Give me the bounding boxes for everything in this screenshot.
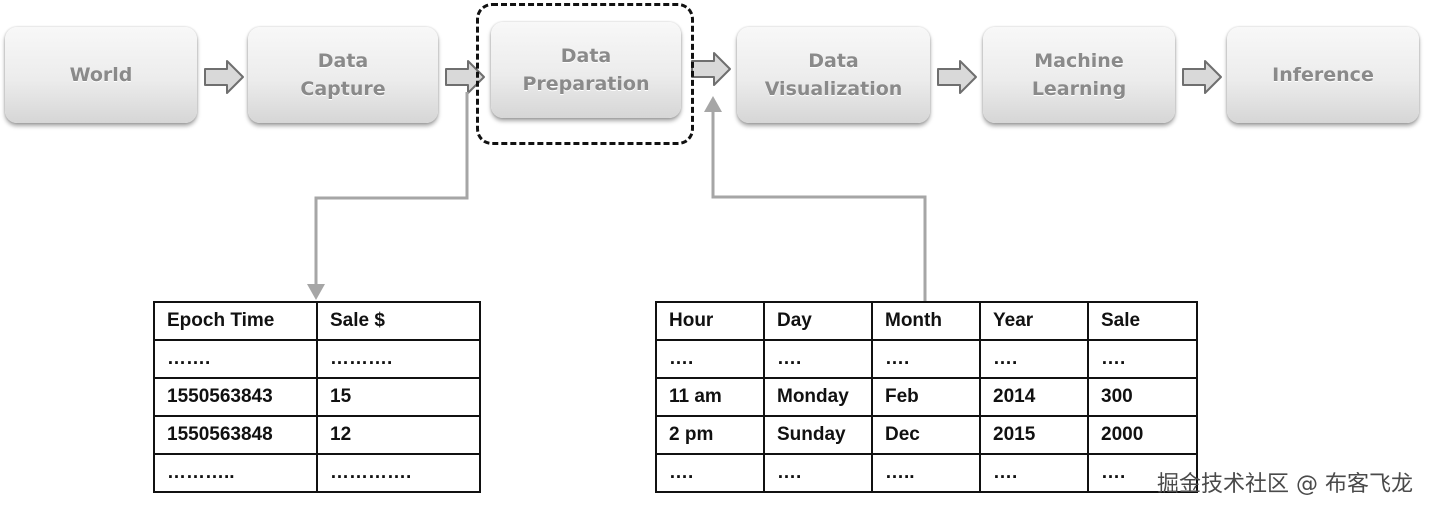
flow-arrow-preparation-to-visualization [691, 52, 731, 86]
table-cell: 11 am [655, 377, 765, 417]
watermark-text: 掘金技术社区 @ 布客飞龙 [1157, 472, 1413, 497]
table-cell: Sunday [763, 415, 873, 455]
stage-label-data-capture: Data Capture [300, 50, 386, 100]
flow-arrow-world-to-capture [204, 60, 244, 94]
table-cell: 1550563848 [153, 415, 318, 455]
table-row: 1550563848 12 [153, 415, 481, 455]
stage-data-preparation: Data Preparation [491, 22, 681, 118]
prepared-data-table: Hour Day Month Year Sale …. …. …. …. …. … [655, 301, 1198, 493]
stage-label-world: World [69, 64, 133, 86]
stage-label-machine-learning: Machine Learning [1031, 50, 1127, 100]
flow-arrow-visualization-to-ml [937, 60, 977, 94]
table-cell: 12 [316, 415, 481, 455]
header-cell-epoch-time: Epoch Time [153, 301, 318, 341]
table-cell: …. [871, 339, 981, 379]
table-cell: …. [655, 339, 765, 379]
stage-label-inference: Inference [1272, 64, 1374, 86]
table-cell: …. [979, 453, 1089, 493]
table-row: …. …. ….. …. …. [655, 453, 1198, 493]
table-row: 2 pm Sunday Dec 2015 2000 [655, 415, 1198, 455]
stage-data-capture: Data Capture [248, 27, 438, 123]
table-cell: ………. [316, 339, 481, 379]
connector-prepared-table-to-visualization [711, 110, 927, 301]
table-row: ……. ………. [153, 339, 481, 379]
stage-world: World [5, 27, 197, 123]
table-cell: 1550563843 [153, 377, 318, 417]
table-row: …. …. …. …. …. [655, 339, 1198, 379]
table-row: 1550563843 15 [153, 377, 481, 417]
table-cell: Monday [763, 377, 873, 417]
connector-arrowhead-up [704, 96, 722, 112]
raw-data-table: Epoch Time Sale $ ……. ………. 1550563843 15… [153, 301, 481, 493]
table-row: ……….. …………. [153, 453, 481, 493]
connector-arrowhead-down [307, 284, 325, 300]
table-cell: 2014 [979, 377, 1089, 417]
table-cell: …. [1087, 339, 1198, 379]
table-cell: …. [979, 339, 1089, 379]
table-cell: 2000 [1087, 415, 1198, 455]
table-cell: …. [1087, 453, 1198, 493]
table-cell: …. [763, 339, 873, 379]
stage-label-data-visualization: Data Visualization [764, 50, 903, 100]
table-cell: 2 pm [655, 415, 765, 455]
table-cell: ……….. [153, 453, 318, 493]
table-cell: 300 [1087, 377, 1198, 417]
header-cell-sale: Sale [1087, 301, 1198, 341]
table-cell: Dec [871, 415, 981, 455]
table-cell: …. [763, 453, 873, 493]
header-cell-month: Month [871, 301, 981, 341]
connector-capture-to-raw-table [314, 92, 469, 286]
flow-arrow-ml-to-inference [1182, 60, 1222, 94]
table-cell: ……. [153, 339, 318, 379]
table-cell: Feb [871, 377, 981, 417]
stage-label-data-preparation: Data Preparation [522, 45, 650, 95]
table-header-row: Hour Day Month Year Sale [655, 301, 1198, 341]
table-cell: 15 [316, 377, 481, 417]
table-row: 11 am Monday Feb 2014 300 [655, 377, 1198, 417]
table-cell: ….. [871, 453, 981, 493]
table-cell: 2015 [979, 415, 1089, 455]
stage-data-visualization: Data Visualization [737, 27, 930, 123]
data-preparation-highlight-frame [476, 3, 694, 145]
stage-machine-learning: Machine Learning [983, 27, 1175, 123]
header-cell-day: Day [763, 301, 873, 341]
header-cell-hour: Hour [655, 301, 765, 341]
table-header-row: Epoch Time Sale $ [153, 301, 481, 341]
table-cell: …………. [316, 453, 481, 493]
header-cell-sale-dollar: Sale $ [316, 301, 481, 341]
header-cell-year: Year [979, 301, 1089, 341]
stage-inference: Inference [1227, 27, 1419, 123]
table-cell: …. [655, 453, 765, 493]
